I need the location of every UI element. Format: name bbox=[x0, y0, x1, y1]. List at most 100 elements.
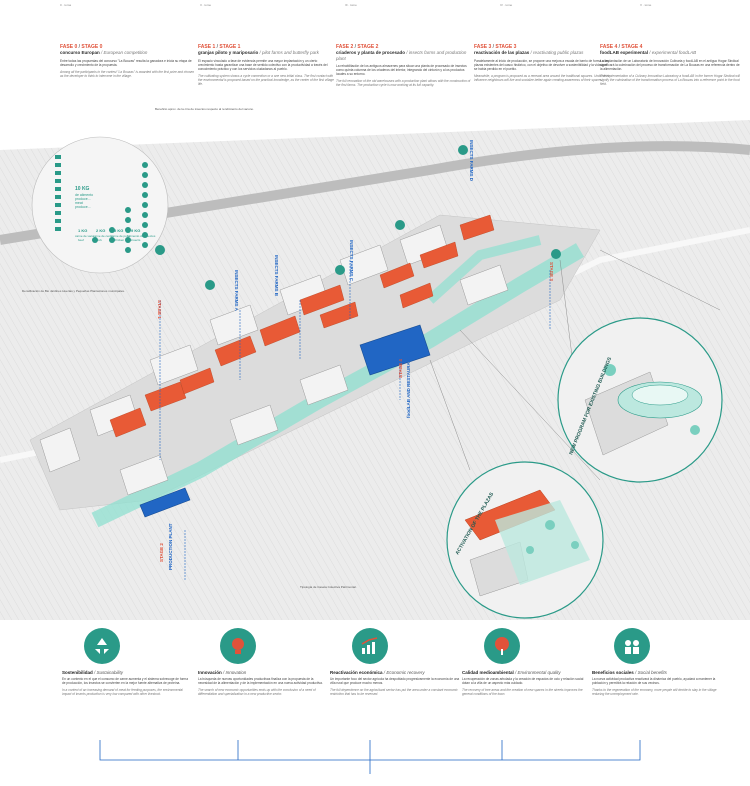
stage-0-header: FASE 0 / STAGE 0 bbox=[60, 44, 103, 50]
benefit-economic: Reactivación económica / Economic recove… bbox=[330, 628, 460, 696]
label-foodlab: foodLAB AND RESTAURANT bbox=[406, 356, 411, 418]
stage-markers bbox=[155, 145, 561, 290]
label-insects-farms-a: INSECTS FARMS A bbox=[234, 270, 239, 312]
info-item-3-kg: 5 KG bbox=[114, 228, 123, 233]
benefit-text-es: La recuperación de zonas arbolada y la c… bbox=[462, 677, 584, 685]
stage-4-title: foodLAB experimental / experimental food… bbox=[600, 50, 697, 55]
info-side-note: Beneficio aprox. de la cría de insectos … bbox=[155, 107, 254, 111]
info-headline-line-1: de alimento bbox=[75, 193, 93, 197]
info-headline-line-3: meat bbox=[75, 201, 83, 205]
stage-4-text-en: The implementation of a Culinary Innovat… bbox=[600, 73, 740, 86]
stage-3-text-es: Paralelamente al inicio de producción, s… bbox=[474, 58, 609, 71]
info-item-2-en: pork bbox=[96, 238, 102, 242]
village-block bbox=[29, 214, 601, 511]
label-stage-4: STAGE 4 bbox=[398, 359, 403, 378]
top-index-4: V · tome bbox=[640, 3, 652, 7]
green-corridor-secondary bbox=[426, 235, 542, 304]
info-headline-line-2: produce... bbox=[75, 197, 91, 201]
growth-chart-icon bbox=[352, 628, 388, 664]
stage-4-header: FASE 4 / STAGE 4 bbox=[600, 44, 643, 50]
label-stage-1: STAGE 1 bbox=[157, 300, 162, 319]
info-item-4-en: insects bbox=[131, 238, 141, 242]
stage-1-text-es: El espacio vinculado a fase de evidencia… bbox=[198, 58, 328, 71]
benefit-text-en: The recovery of tree areas and the creat… bbox=[462, 688, 583, 696]
people-icon bbox=[614, 628, 650, 664]
stage-2-text-es: La rehabilitación de los antiguos almace… bbox=[336, 64, 467, 76]
benefit-text-es: La nueva actividad productiva reactivará… bbox=[592, 677, 716, 685]
benefit-innovation: Innovación / Innovation La búsqueda de n… bbox=[198, 628, 328, 696]
recycle-icon bbox=[84, 628, 120, 664]
insects-icons bbox=[92, 162, 148, 253]
stage-2-text-en: The full renovation of the old warehouse… bbox=[336, 79, 471, 87]
benefit-text-es: Un importante foco del sector agrícola h… bbox=[330, 677, 460, 685]
info-item-3-es: carne de pollo bbox=[111, 234, 130, 238]
stage-4-text-es: La implantación de un Laboratorio de Inn… bbox=[600, 58, 740, 71]
benefit-text-en: In a context of an increasing demand of … bbox=[62, 688, 183, 696]
info-item-1-es: carne de vaca bbox=[75, 234, 94, 238]
production-plant-building bbox=[139, 487, 191, 518]
magnifier-plazas bbox=[446, 461, 604, 619]
info-item-2-es: carne de cerdo bbox=[93, 234, 113, 238]
label-production-plant: PRODUCTION PLANT bbox=[168, 523, 173, 570]
label-insects-farms-d: INSECTS FARMS D bbox=[469, 140, 474, 182]
benefit-environment: Calidad medioambiental / Environmental q… bbox=[462, 628, 592, 696]
info-item-1-kg: 1 KG bbox=[78, 228, 87, 233]
benefit-title: Sostenibilidad / Sustainability bbox=[62, 670, 124, 675]
info-item-3-en: chicken bbox=[114, 238, 125, 242]
stage-3-text-en: Meanwhile, a program is proposed as a re… bbox=[474, 73, 610, 82]
label-insects-farms-c: INSECTS FARMS C bbox=[349, 240, 354, 282]
callout-lines bbox=[159, 260, 551, 580]
benefit-social: Beneficios sociales / Social benefits La… bbox=[592, 628, 722, 696]
info-headline-kg: 10 KG bbox=[75, 186, 90, 192]
stage-1-text-en: The cultivating system shows a cycle con… bbox=[198, 73, 334, 86]
stage-1: FASE 1 / STAGE 1 granjas piloto y maripo… bbox=[198, 44, 334, 86]
benefit-sustainability: Sostenibilidad / Sustainability En un co… bbox=[62, 628, 192, 696]
benefit-title: Beneficios sociales / Social benefits bbox=[592, 670, 667, 675]
top-index-1: II · tome bbox=[200, 3, 212, 7]
left-note: Densificación de Bio Jardines Huertas y … bbox=[22, 289, 125, 293]
benefit-title: Innovación / Innovation bbox=[198, 670, 247, 675]
top-index-bar: 0 · toma II · tome III · tome IV · tome … bbox=[0, 0, 750, 10]
info-item-4-kg: 9 KG bbox=[131, 228, 140, 233]
benefit-text-es: La búsqueda de nuevas oportunidades prod… bbox=[198, 677, 323, 685]
benefit-title: Reactivación económica / Economic recove… bbox=[330, 670, 425, 675]
stage-2-header: FASE 2 / STAGE 2 bbox=[336, 44, 379, 50]
stage-3: FASE 3 / STAGE 3 reactivación de las pla… bbox=[474, 44, 610, 82]
top-index-0: 0 · toma bbox=[60, 3, 72, 7]
tree-icon bbox=[484, 628, 520, 664]
label-insects-farms-b: INSECTS FARMS B bbox=[274, 255, 279, 297]
center-note: Tipología de Caseta Colectiva Patrimonia… bbox=[300, 585, 357, 589]
benefit-text-en: Thanks to the regeneration of the econom… bbox=[592, 688, 717, 696]
info-item-1-en: beef bbox=[78, 238, 84, 242]
stage-4: FASE 4 / STAGE 4 foodLAB experimental / … bbox=[600, 44, 740, 86]
stage-0-text-en: Among all the participants in the contes… bbox=[60, 69, 195, 78]
village-axonometric-plan: INSECTS FARMS C INSECTS FARMS D INSECTS … bbox=[0, 107, 750, 620]
stage-2: FASE 2 / STAGE 2 criaderos y planta de p… bbox=[336, 44, 472, 87]
benefit-text-en: The search of new economic opportunities… bbox=[198, 688, 316, 696]
stage-3-header: FASE 3 / STAGE 3 bbox=[474, 44, 517, 50]
label-stage-3: STAGE 3 bbox=[549, 262, 554, 281]
top-index-3: IV · tome bbox=[500, 3, 513, 7]
infographic-circle bbox=[31, 136, 169, 274]
stage-3-title: reactivación de las plazas / reactivatin… bbox=[474, 50, 584, 55]
label-stage-2: STAGE 2 bbox=[159, 543, 164, 562]
stage-1-title: granjas piloto y mariposario / pilot far… bbox=[198, 50, 319, 55]
benefit-title: Calidad medioambiental / Environmental q… bbox=[462, 670, 561, 675]
red-roof-buildings bbox=[109, 214, 495, 438]
stage-1-header: FASE 1 / STAGE 1 bbox=[198, 44, 241, 50]
buildings-grey bbox=[39, 224, 509, 496]
input-feed-icons bbox=[55, 155, 61, 231]
stage-0: FASE 0 / STAGE 0 concurso Europan / Euro… bbox=[60, 44, 196, 78]
foodlab-building bbox=[359, 324, 431, 376]
magnifier-new-program bbox=[557, 317, 723, 483]
stage-0-text-es: Entre todas las propuestas del concurso … bbox=[60, 58, 192, 67]
benefit-text-es: En un contexto en el que el consumo de c… bbox=[62, 677, 188, 685]
benefits-connector bbox=[99, 740, 641, 774]
stage-0-title: concurso Europan / European competition bbox=[60, 50, 148, 55]
info-headline-line-4: produce... bbox=[75, 205, 91, 209]
top-index-2: III · tome bbox=[345, 3, 357, 7]
lightbulb-icon bbox=[220, 628, 256, 664]
benefit-text-en: The full dependence on the agricultural … bbox=[330, 688, 458, 696]
info-item-2-kg: 2 KG bbox=[96, 228, 105, 233]
info-item-4-es: alimento de insectos bbox=[128, 234, 156, 238]
